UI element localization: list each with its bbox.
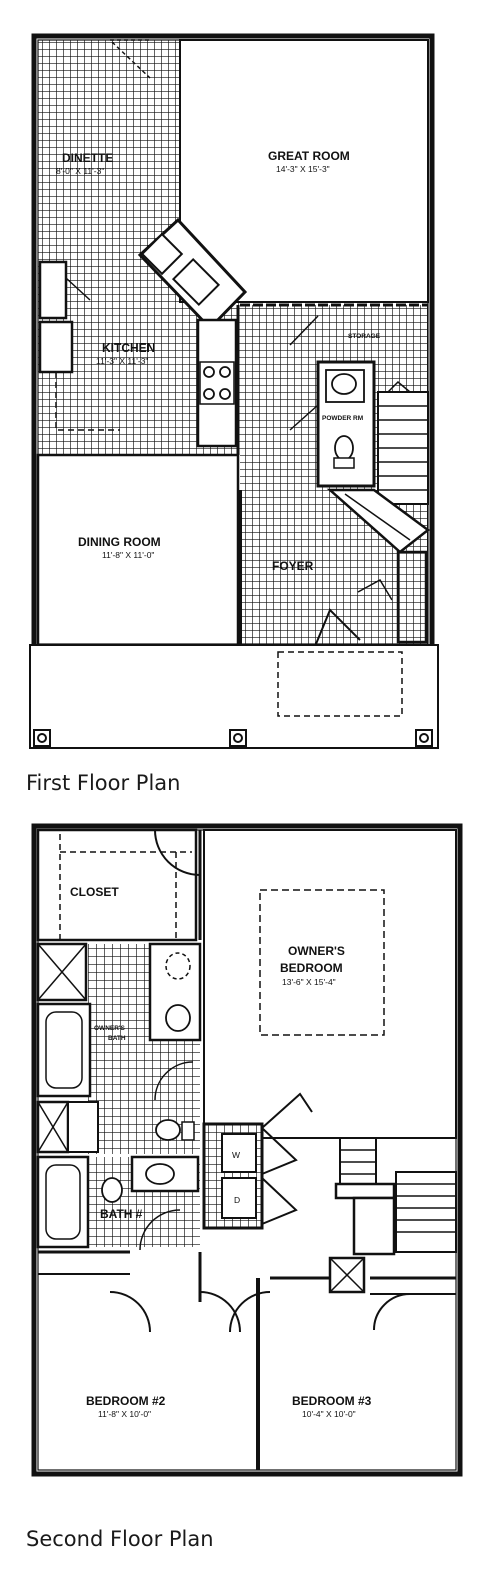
first-floor-plan: DINETTE 8'-0" X 11'-3" GREAT ROOM 14'-3"… xyxy=(29,33,439,749)
storage-label: STORAGE xyxy=(348,333,381,340)
powder-room xyxy=(316,360,376,488)
bed-outline xyxy=(259,889,385,1036)
great-room-label: GREAT ROOM xyxy=(268,149,350,163)
owners-bath-label-1: OWNER'S xyxy=(94,1025,125,1032)
dining-room-floor xyxy=(36,453,240,647)
bath2-label: BATH # xyxy=(100,1207,143,1221)
owners-bedroom-label-2: BEDROOM xyxy=(280,961,343,975)
walk-in-closet xyxy=(36,828,198,942)
refrigerator xyxy=(38,320,74,374)
closet-label: CLOSET xyxy=(70,885,119,899)
front-door xyxy=(315,608,361,645)
second-floor-plan: W D CLOSET OWNER'S BEDROOM 13'-6" X 15'-… xyxy=(31,823,463,1477)
kitchen-label: KITCHEN xyxy=(102,341,155,355)
second-floor-caption: Second Floor Plan xyxy=(26,1527,214,1551)
bedroom2-dims: 11'-8" X 10'-0" xyxy=(98,1409,151,1419)
dining-room-dims: 11'-8" X 11'-0" xyxy=(102,550,154,560)
foyer-label: FOYER xyxy=(272,559,314,573)
dining-room-label: DINING ROOM xyxy=(78,535,161,549)
bedroom3-dims: 10'-4" X 10'-0" xyxy=(302,1409,356,1419)
first-floor-caption: First Floor Plan xyxy=(26,771,181,795)
dinette-kitchen-tile xyxy=(38,40,240,455)
great-room-floor xyxy=(179,39,429,303)
dinette-dims: 8'-0" X 11'-3" xyxy=(56,166,104,176)
bath-2 xyxy=(36,1155,200,1249)
bedroom2-door xyxy=(109,1291,151,1333)
bedroom2-label: BEDROOM #2 xyxy=(86,1394,166,1408)
porch-column-left xyxy=(33,729,51,747)
washer-label: W xyxy=(232,1150,240,1160)
dinette-label: DINETTE xyxy=(62,151,113,165)
pantry xyxy=(38,260,68,320)
porch-column-mid xyxy=(229,729,247,747)
owners-bath xyxy=(36,942,202,1098)
powder-room-label: POWDER RM xyxy=(322,415,363,422)
bedroom3-door xyxy=(229,1291,271,1333)
dryer-label: D xyxy=(234,1195,240,1205)
kitchen-angled-counter xyxy=(137,217,248,331)
toilet-icon xyxy=(155,1119,195,1141)
staircase-upper xyxy=(334,1137,457,1256)
stove-icon xyxy=(199,361,235,405)
staircase xyxy=(326,380,431,554)
owners-bedroom-floor xyxy=(203,829,457,1139)
bedroom3-label: BEDROOM #3 xyxy=(292,1394,372,1408)
porch-column-right xyxy=(415,729,433,747)
kitchen-dims: 11'-3" X 11'-3" xyxy=(96,356,148,366)
owners-bedroom-dims: 13'-6" X 15'-4" xyxy=(282,977,336,987)
second-floor-outer-wall xyxy=(31,823,463,1477)
closet-door xyxy=(154,829,201,876)
great-room-dims: 14'-3" X 15'-3" xyxy=(276,164,330,174)
laundry-closet xyxy=(202,1122,264,1230)
coat-closet xyxy=(396,550,428,644)
owners-bedroom-label-1: OWNER'S xyxy=(288,944,345,958)
owners-bath-label-2: BATH xyxy=(108,1035,126,1042)
